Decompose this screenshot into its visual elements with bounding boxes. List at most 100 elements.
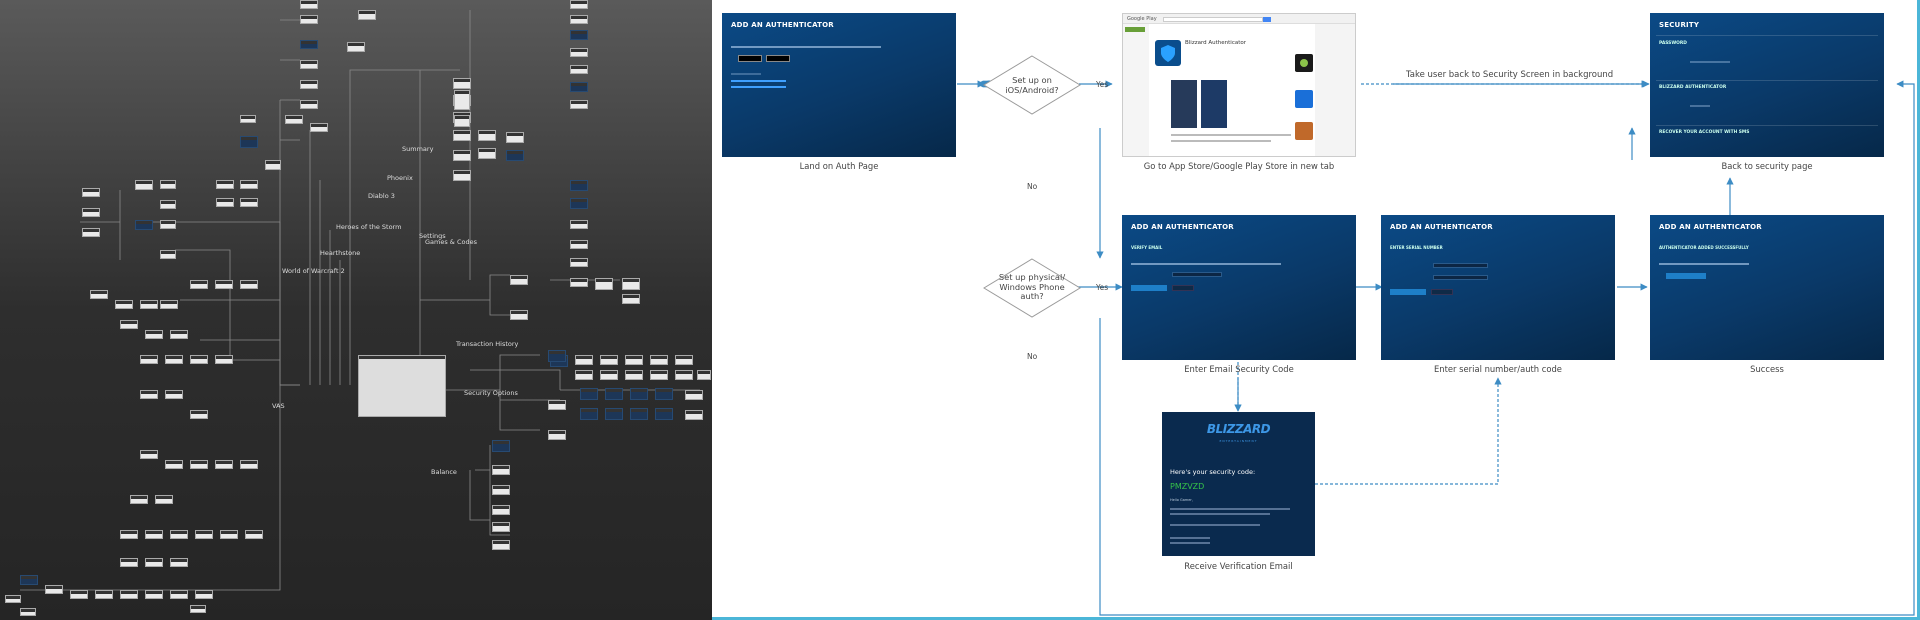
text-line (1170, 542, 1210, 544)
sitemap-thumb (190, 605, 206, 613)
decision1-line1: Set up on (1012, 75, 1052, 85)
gp-brand: Google Play (1127, 16, 1157, 22)
serial-section: ENTER SERIAL NUMBER (1390, 245, 1443, 250)
sitemap-thumb (215, 280, 233, 289)
security-section-authenticator: BLIZZARD AUTHENTICATOR (1659, 85, 1727, 90)
sitemap-thumb (685, 410, 703, 420)
email-code-card[interactable]: ADD AN AUTHENTICATOR VERIFY EMAIL (1122, 215, 1356, 360)
auth-code-input[interactable] (1433, 275, 1488, 280)
sitemap-thumb (570, 30, 588, 40)
email-security-code: PMZVZD (1170, 482, 1205, 491)
cancel-button[interactable] (1172, 285, 1194, 291)
gp-app-name: Blizzard Authenticator (1185, 40, 1246, 46)
google-play-badge[interactable] (766, 55, 790, 62)
decision-ios-android (983, 55, 1081, 115)
edge-no-2: No (1027, 352, 1038, 361)
gp-screenshot (1201, 80, 1227, 128)
sitemap-thumb (622, 294, 640, 304)
label-summary: Summary (402, 145, 434, 153)
sitemap-thumb (454, 90, 470, 110)
sitemap-thumb (160, 180, 176, 189)
google-play-card[interactable]: Google Play Blizzard Authenticator (1122, 13, 1356, 157)
sitemap-thumb (240, 198, 258, 207)
sitemap-thumb (600, 355, 618, 365)
sitemap-thumb (120, 320, 138, 329)
sitemap-thumb (135, 220, 153, 230)
label-wow: World of Warcraft 2 (282, 267, 345, 275)
auth-page-card[interactable]: ADD AN AUTHENTICATOR (722, 13, 956, 157)
sitemap-thumb (492, 440, 510, 452)
sitemap-thumb (510, 310, 528, 320)
sitemap-thumb (170, 590, 188, 599)
continue-button[interactable] (1131, 285, 1167, 291)
serial-number-input[interactable] (1433, 263, 1488, 268)
cancel-button[interactable] (1431, 289, 1453, 295)
sitemap-thumb (216, 180, 234, 189)
sitemap-thumb (165, 460, 183, 469)
sitemap-thumb (358, 10, 376, 20)
label-games-codes: Games & Codes (425, 238, 477, 246)
sitemap-thumb (625, 355, 643, 365)
sitemap-thumb (454, 115, 470, 127)
back-to-security-button[interactable] (1666, 273, 1706, 279)
decision1-line2: iOS/Android? (1005, 84, 1059, 95)
sitemap-thumb (190, 460, 208, 469)
gp-text-line (1171, 140, 1271, 142)
sitemap-thumb (570, 100, 588, 109)
serial-card[interactable]: ADD AN AUTHENTICATOR ENTER SERIAL NUMBER (1381, 215, 1615, 360)
sitemap-thumb (240, 460, 258, 469)
submit-button[interactable] (1390, 289, 1426, 295)
sitemap-thumb (82, 188, 100, 197)
sitemap-thumb (300, 100, 318, 109)
success-caption: Success (1750, 364, 1784, 374)
sitemap-thumb (453, 150, 471, 161)
sitemap-thumb (570, 15, 588, 24)
sitemap-thumb (135, 180, 153, 190)
sitemap-thumb (195, 590, 213, 599)
sitemap-thumb (675, 355, 693, 365)
sitemap-thumb (265, 160, 281, 170)
link-line[interactable] (731, 80, 786, 82)
security-section-box (1656, 35, 1878, 70)
success-card[interactable]: ADD AN AUTHENTICATOR AUTHENTICATOR ADDED… (1650, 215, 1884, 360)
sitemap-thumb (548, 430, 566, 440)
security-caption: Back to security page (1721, 161, 1813, 171)
sitemap-thumb (240, 136, 258, 148)
app-store-badge[interactable] (738, 55, 762, 62)
link-line[interactable] (731, 86, 786, 88)
related-app-icon[interactable] (1295, 90, 1313, 108)
search-icon[interactable] (1263, 17, 1271, 22)
sitemap-thumb (453, 170, 471, 181)
sitemap-thumb (570, 0, 588, 9)
sitemap-thumb (600, 370, 618, 380)
security-card[interactable]: SECURITY PASSWORD BLIZZARD AUTHENTICATOR… (1650, 13, 1884, 157)
email-greeting: Hello Gamer, (1170, 498, 1193, 502)
decision-physical-text: Set up physical/ Windows Phone auth? (991, 272, 1073, 302)
gp-search-input[interactable] (1163, 17, 1263, 22)
store-caption: Go to App Store/Google Play Store in new… (1143, 161, 1335, 171)
sitemap-thumb (570, 180, 588, 191)
sitemap-thumb (453, 130, 471, 141)
store-note: Take user back to Security Screen in bac… (1406, 70, 1614, 80)
sitemap-thumb (20, 575, 38, 585)
sitemap-thumb (300, 80, 318, 89)
security-code-input[interactable] (1172, 272, 1222, 277)
label-balance: Balance (431, 468, 457, 476)
related-app-icon[interactable] (1295, 122, 1313, 140)
decision2-line1: Set up physical/ (998, 272, 1066, 282)
sitemap-thumb (595, 278, 613, 290)
auth-page-title: ADD AN AUTHENTICATOR (731, 21, 834, 29)
sitemap-thumb (650, 355, 668, 365)
gp-apps-tab[interactable] (1125, 27, 1145, 32)
decision2-line3: auth? (1020, 291, 1044, 301)
sitemap-thumb (120, 530, 138, 539)
email-caption: Receive Verification Email (1184, 561, 1293, 571)
sitemap-thumb (190, 280, 208, 289)
sitemap-thumb (216, 198, 234, 207)
label-heroes: Heroes of the Storm (336, 223, 402, 231)
sitemap-thumb (655, 388, 673, 400)
text-line (731, 73, 761, 75)
sitemap-thumb (570, 48, 588, 57)
sitemap-thumb (145, 330, 163, 339)
sitemap-thumb (453, 78, 471, 89)
